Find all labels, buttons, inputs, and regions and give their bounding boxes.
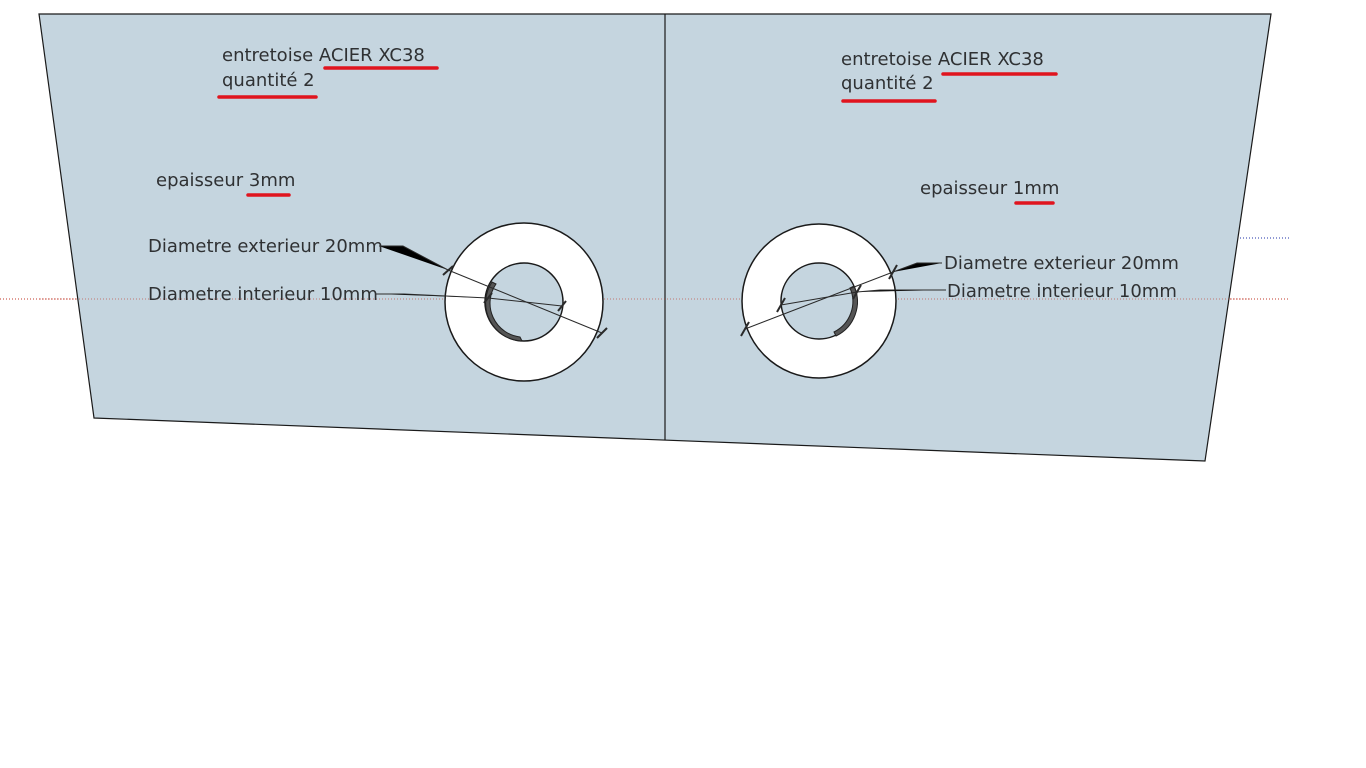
left-material: ACIER XC38 (318, 45, 425, 66)
left-title-prefix: entretoise (222, 45, 319, 66)
left-thickness-value: 3mm (248, 170, 296, 191)
right-title-prefix: entretoise (841, 49, 938, 70)
right-material: ACIER XC38 (937, 49, 1044, 70)
left-inner-diameter-label: Diametre interieur 10mm (148, 284, 378, 305)
left-dimensions (376, 245, 608, 339)
red-underlines (217, 66, 1058, 205)
right-thickness-prefix: epaisseur (920, 178, 1013, 199)
right-thickness-value: 1mm (1012, 178, 1060, 199)
right-quantity: quantité 2 (841, 73, 934, 94)
right-thickness: epaisseur 1mm (920, 179, 1059, 199)
left-outer-diameter-label: Diametre exterieur 20mm (148, 236, 383, 257)
left-thickness: epaisseur 3mm (156, 171, 295, 191)
left-title: entretoise ACIER XC38 (222, 46, 425, 66)
plate[interactable] (38, 13, 1272, 462)
right-title: entretoise ACIER XC38 (841, 50, 1044, 70)
left-quantity: quantité 2 (222, 70, 315, 91)
left-thickness-prefix: epaisseur (156, 170, 249, 191)
right-outer-diameter-label: Diametre exterieur 20mm (944, 253, 1179, 274)
right-inner-diameter-label: Diametre interieur 10mm (947, 281, 1177, 302)
right-dimensions (740, 262, 946, 337)
